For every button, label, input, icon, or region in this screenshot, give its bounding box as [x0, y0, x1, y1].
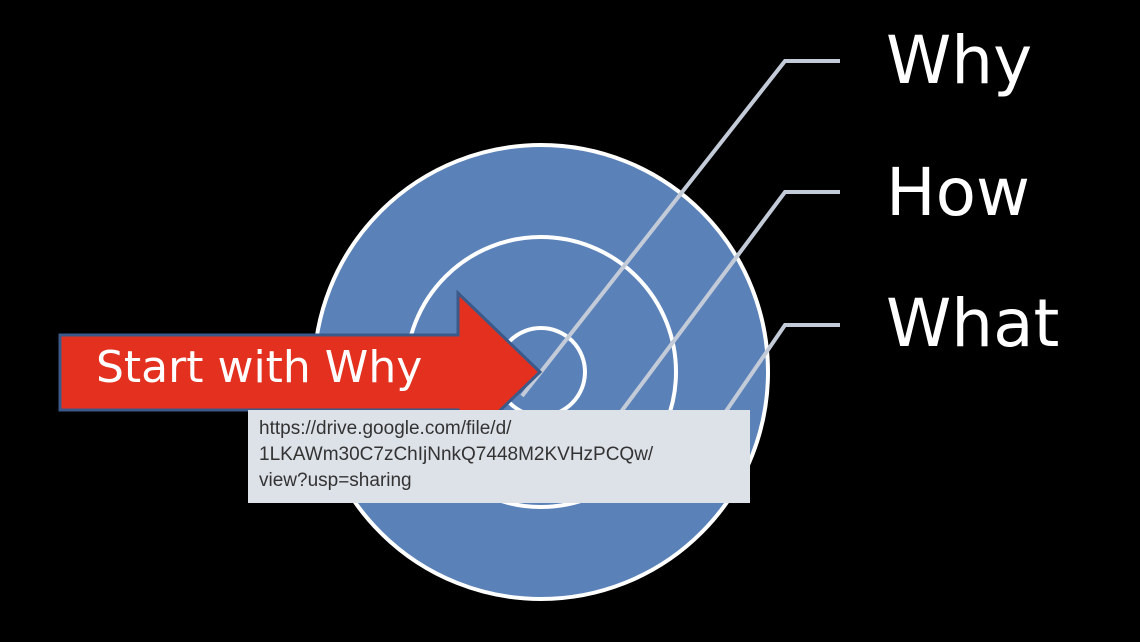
link-tooltip: https://drive.google.com/file/d/ 1LKAWm3… — [248, 410, 750, 503]
tooltip-url-line: view?usp=sharing — [259, 470, 412, 491]
label-what: What — [886, 285, 1060, 362]
leader-line-what — [718, 323, 840, 422]
tooltip-url-line: https://drive.google.com/file/d/ — [259, 418, 512, 439]
label-how: How — [886, 154, 1030, 231]
arrow-label: Start with Why — [96, 342, 423, 393]
tooltip-url-line: 1LKAWm30C7zChIjNnkQ7448M2KVHzPCQw/ — [259, 444, 654, 465]
leader-line-why — [520, 59, 840, 398]
label-why: Why — [886, 22, 1033, 99]
leader-line-how — [598, 190, 840, 442]
